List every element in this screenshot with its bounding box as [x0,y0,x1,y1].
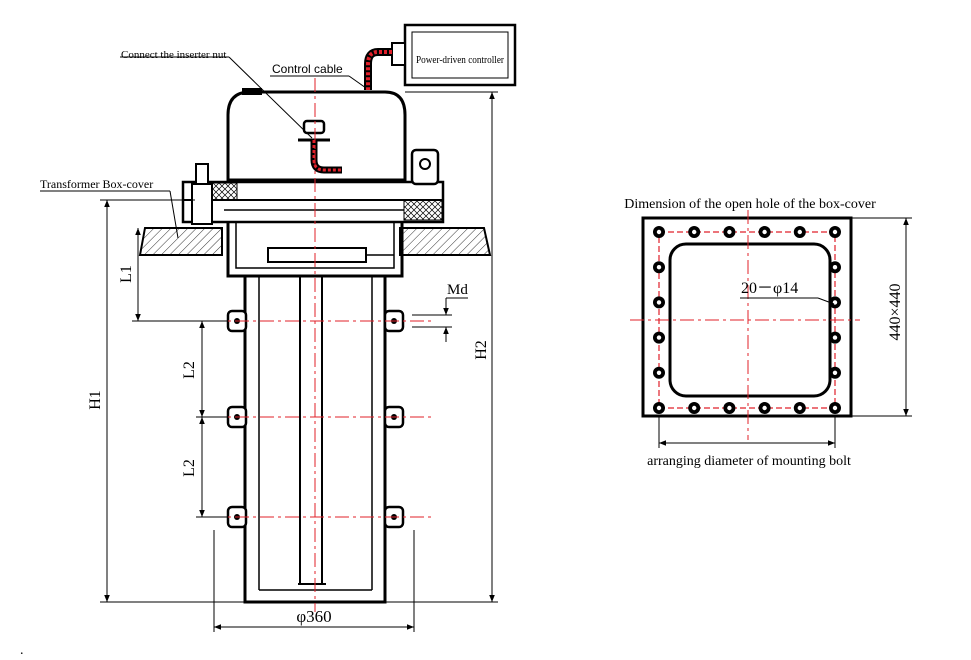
md-label: Md [447,282,468,298]
hole-pattern-view: Dimension of the open hole of the box-co… [624,197,912,469]
bolt-hole-center [832,229,838,235]
size-label: 440×440 [887,283,904,340]
box-cover-label: Transformer Box-cover [40,177,153,191]
bolt-hole-center [727,405,732,411]
bolt-hole-center [656,229,662,235]
flange-bolt-left [191,163,213,225]
inserter-nut [298,119,342,174]
bolt-hole-center [832,370,838,375]
flange-assembly [181,180,445,224]
centerlines [210,78,432,612]
controller-label: Power-driven controller [416,55,505,66]
bolt-hole-center [762,405,767,411]
bolt-hole-center [692,229,697,235]
control-cable [364,48,392,90]
bolt-hole-center [656,265,662,270]
l2-lower-label: L2 [181,459,198,477]
bolt-hole-center [656,405,662,411]
dimension-lines [40,56,498,632]
hole-dimensions [658,217,912,448]
h2-label: H2 [473,340,490,360]
connect-nut-label: Connect the inserter nut [121,49,226,61]
bolt-hole-center [797,229,802,235]
bolt-hole-center [656,370,662,375]
inserter-housing [226,88,407,182]
h1-label: H1 [87,390,104,410]
hole-view-title: Dimension of the open hole of the box-co… [624,197,876,212]
l1-label: L1 [118,265,135,283]
bolt-holes [653,226,841,414]
hole-centerlines [630,210,860,440]
bolt-hole-center [656,335,662,340]
bolt-diameter-label: arranging diameter of mounting bolt [647,454,851,469]
box-cover-outline [641,216,853,418]
holes-label: 20－φ14 [741,280,798,297]
bolt-hole-center [832,405,838,411]
l2-upper-label: L2 [181,361,198,379]
transformer-box-cover [138,227,492,256]
bolt-hole-center [727,229,732,235]
cylinder-body [243,274,387,604]
bolt-hole-center [832,265,838,270]
bolt-hole-center [656,300,662,305]
bolt-hole-center [797,405,802,411]
stray-dot: . [20,643,24,658]
flange-bolt-right [410,148,440,186]
bolt-hole-center [762,229,767,235]
terminal-lugs [226,309,405,529]
control-cable-label: Control cable [272,62,343,76]
side-view: Connect the inserter nut Control cable P… [40,23,517,632]
bolt-hole-center [692,405,697,411]
diameter-label: φ360 [296,607,331,626]
bolt-hole-center [832,335,838,340]
